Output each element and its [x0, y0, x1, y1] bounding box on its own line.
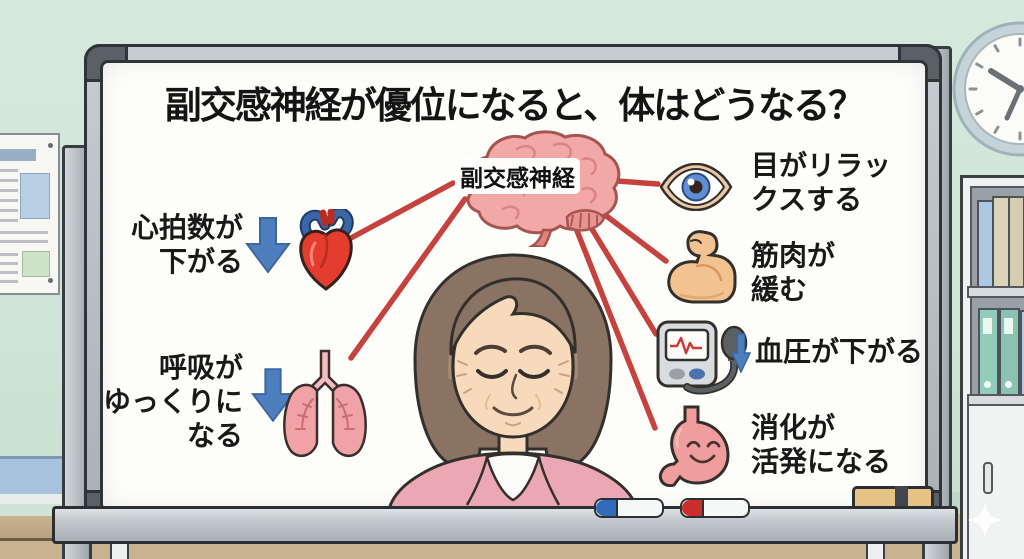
connector-line-stomach — [565, 205, 658, 431]
brain-label: 副交感神経 — [455, 158, 580, 194]
wainscot-teal-band — [0, 504, 64, 516]
marker-cap-blue — [596, 500, 618, 516]
effect-label-line: 目がリラッ — [751, 149, 892, 182]
woman-smile — [492, 406, 534, 417]
storage-cabinet — [960, 175, 1024, 559]
whiteboard-surface: 副交感神経が優位になると、体はどうなる？ — [100, 60, 928, 512]
woman-inner-top — [485, 452, 541, 502]
clock-ticks — [968, 37, 1022, 141]
effect-label-line: 下がる — [158, 245, 243, 278]
wainscot-white-band — [0, 494, 64, 504]
effect-heart-rate-label: 心拍数が 下がる — [113, 211, 243, 279]
board-title: 副交感神経が優位になると、体はどうなる？ — [164, 84, 866, 127]
wall-clock — [952, 21, 1024, 157]
poster-text-lines — [0, 169, 18, 225]
sparkle-icon — [967, 502, 1003, 538]
woman-closed-eye-right — [518, 369, 550, 379]
eye-icon — [659, 163, 733, 211]
effect-blood-pressure-label: 血圧が下がる — [755, 335, 923, 369]
effect-breathing-label: 呼吸が ゆっくりに なる — [103, 351, 243, 453]
effect-label-line: クスする — [751, 183, 863, 216]
book-blue — [1020, 310, 1024, 396]
effect-eye-relax-label: 目がリラッ クスする — [751, 149, 891, 217]
cabinet-shelf-middle — [970, 296, 1024, 398]
marker-cap-red — [682, 500, 704, 516]
effect-label-line: ゆっくりに — [103, 385, 244, 418]
wall-poster — [0, 133, 60, 295]
woman-nose — [511, 373, 518, 400]
wainscot-blue-band — [0, 456, 64, 497]
effect-muscle-label: 筋肉が 緩む — [751, 239, 835, 307]
relaxed-woman-illustration — [387, 253, 639, 509]
connector-line-lungs — [348, 196, 468, 361]
flexed-biceps-icon — [667, 230, 737, 304]
blood-pressure-monitor-icon — [656, 320, 748, 395]
woman-smile-lines — [485, 394, 541, 410]
cardigan-edge-right — [537, 456, 561, 506]
down-arrow-icon — [251, 368, 295, 423]
woman-closed-eye-left — [476, 369, 508, 379]
stomach-icon — [658, 405, 730, 487]
effect-label-line: なる — [186, 419, 243, 452]
clock-hands — [988, 68, 1023, 121]
woman-lower-lip — [505, 422, 521, 427]
whiteboard-marker-tray — [52, 506, 958, 544]
effect-label-line: 筋肉が — [751, 239, 836, 272]
down-arrow-icon — [245, 217, 291, 274]
effect-label-line: 活発になる — [751, 445, 892, 478]
connector-line-heart — [348, 180, 456, 241]
down-arrow-icon — [731, 333, 751, 373]
clock-center — [1016, 85, 1024, 93]
effect-label-line: 心拍数が — [130, 211, 243, 244]
effect-digestion-label: 消化が 活発になる — [751, 411, 891, 479]
effect-label-line: 消化が — [751, 411, 836, 444]
cabinet-door — [967, 404, 1024, 559]
poster-text-lines — [0, 231, 48, 247]
woman-eyebrow-right — [519, 344, 552, 355]
poster-pin — [48, 143, 53, 148]
woman-bangs — [449, 277, 577, 356]
effect-label-line: 緩む — [751, 273, 808, 306]
woman-wrinkles — [456, 360, 570, 394]
cabinet-shelf-top — [970, 186, 1024, 290]
door-handle — [983, 462, 993, 494]
effect-label-line: 血圧が下がる — [755, 335, 924, 368]
poster-image-green — [22, 251, 50, 277]
effect-label-line: 呼吸が — [158, 351, 243, 384]
brain-stem — [528, 228, 553, 247]
marker-blue — [594, 498, 664, 518]
poster-header-bar — [0, 149, 36, 161]
heart-icon — [299, 209, 354, 291]
book-beige — [1008, 196, 1024, 288]
binder-teal — [999, 308, 1020, 396]
marker-red — [680, 498, 750, 518]
woman-eyebrow-left — [474, 344, 507, 355]
brain-cerebellum — [565, 209, 606, 232]
poster-pin — [48, 278, 53, 283]
binder-teal — [978, 308, 999, 396]
poster-image-blue — [20, 173, 50, 219]
lungs-icon — [283, 349, 367, 458]
poster-text-lines — [0, 253, 18, 283]
cardigan-edge-left — [465, 456, 489, 506]
